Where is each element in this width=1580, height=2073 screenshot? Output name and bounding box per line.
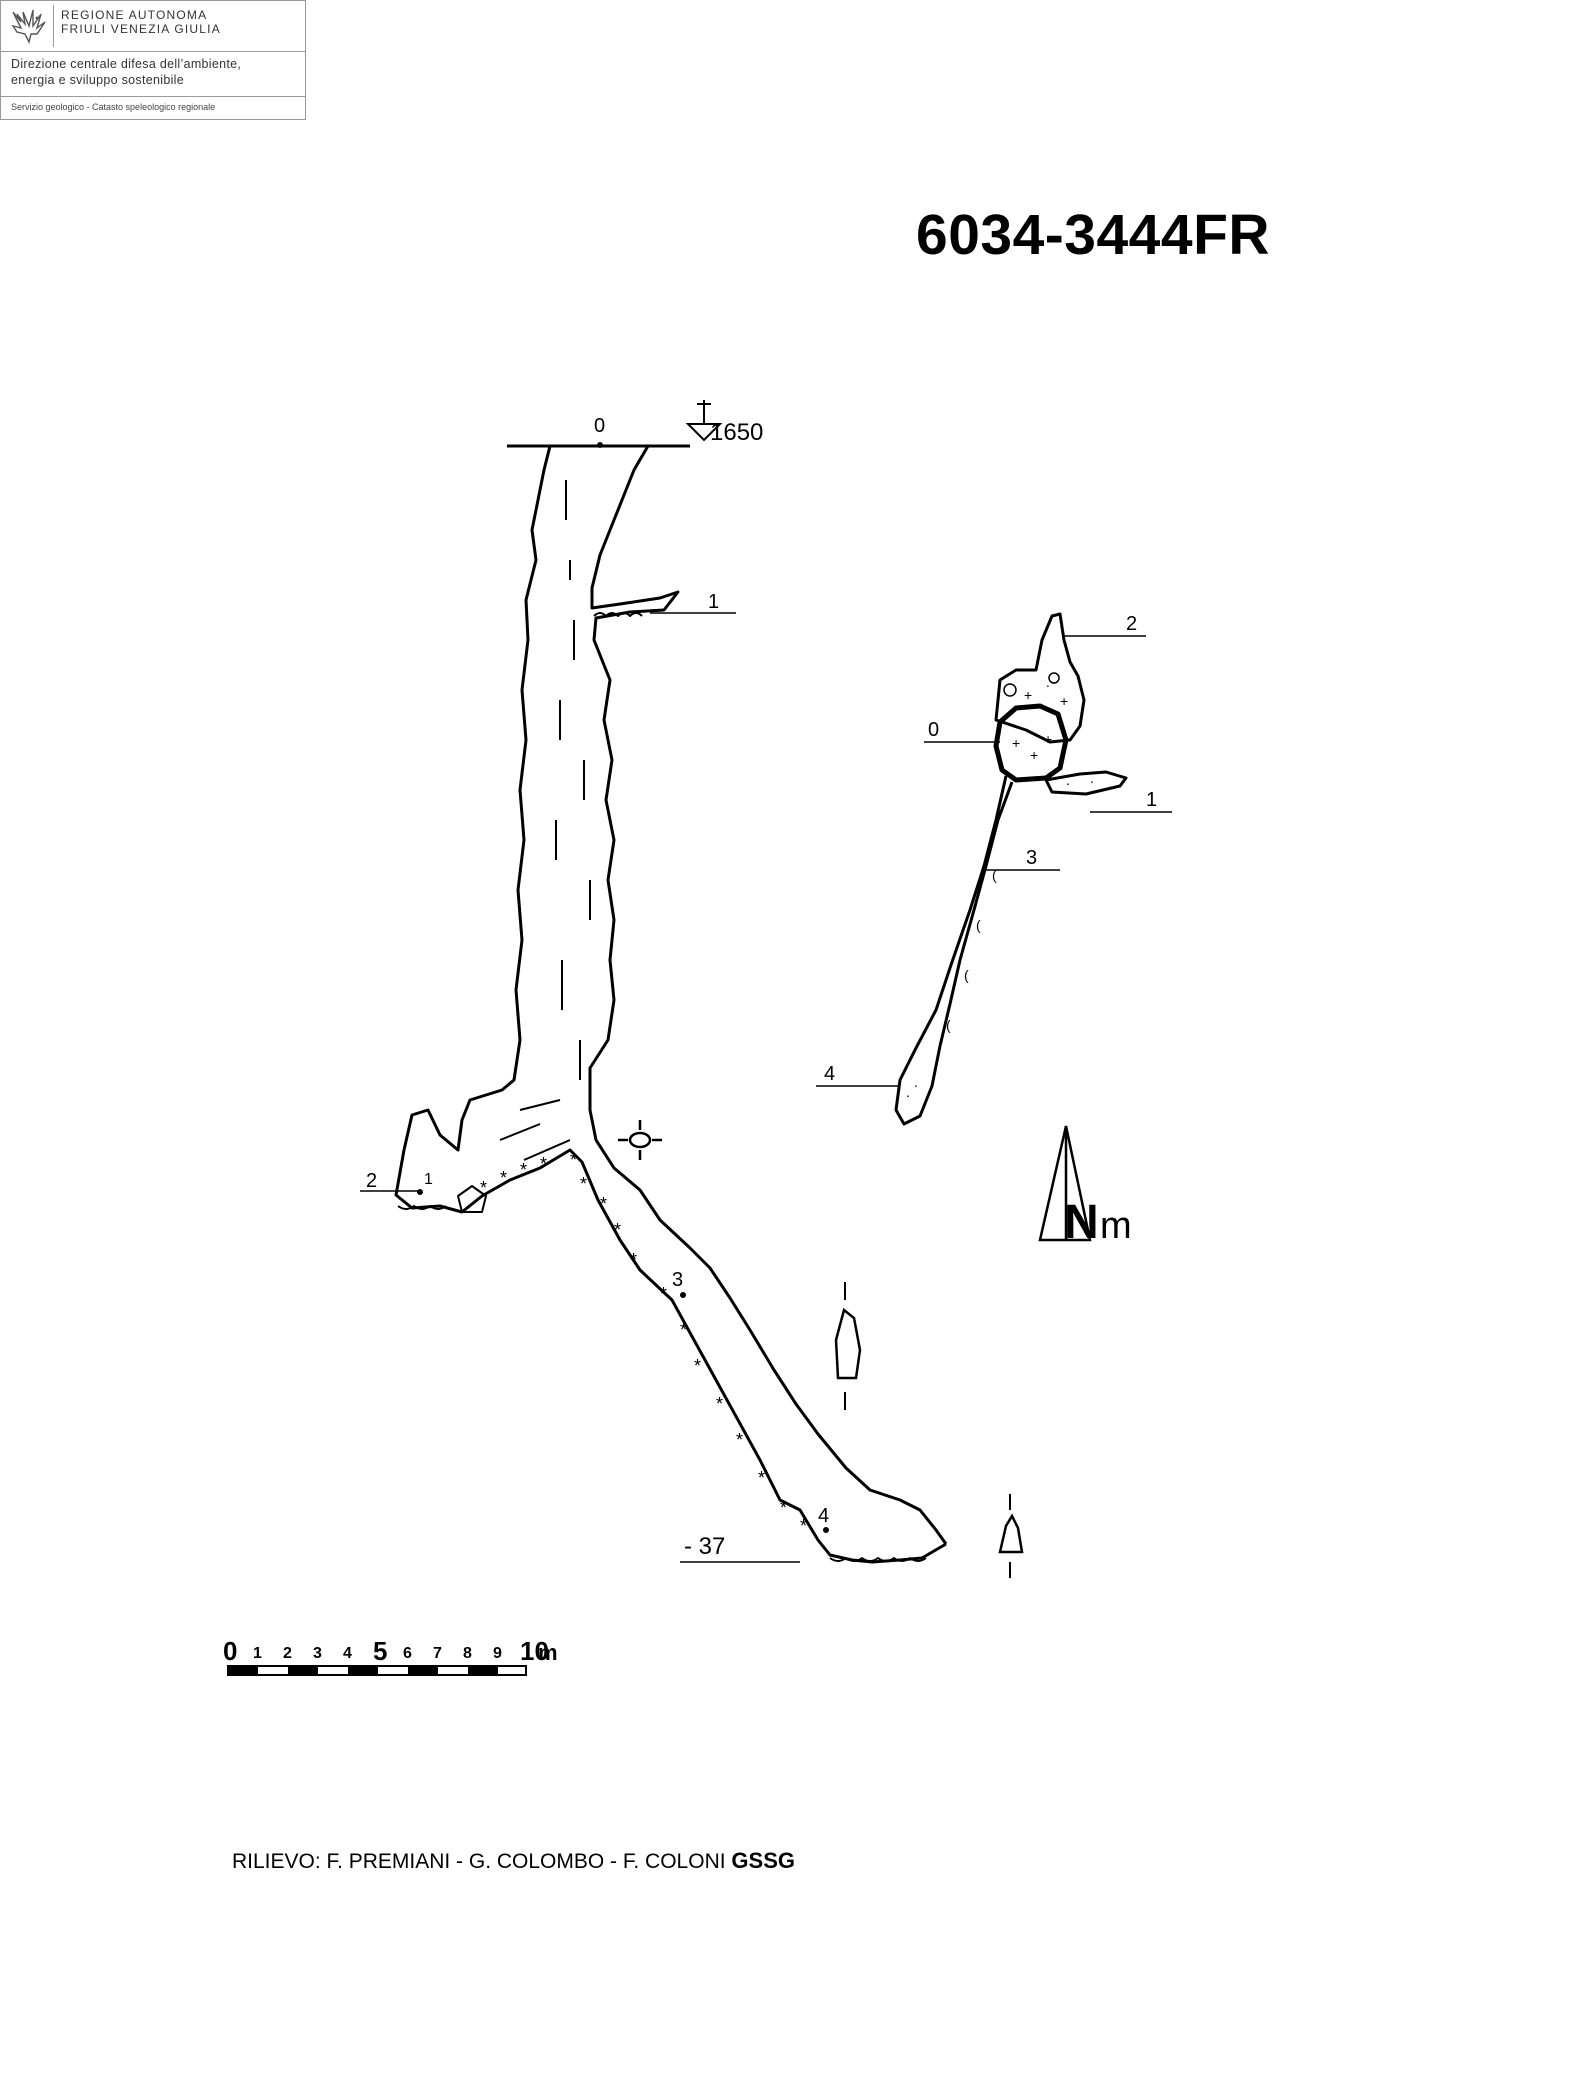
plan-texture: +∙+ +++ ∙∙ ((( (∙∙ (906, 672, 1094, 1103)
header-logo-box: REGIONE AUTONOMA FRIULI VENEZIA GIULIA D… (0, 0, 306, 120)
scale-label-5: 5 (373, 1636, 387, 1666)
region-name: REGIONE AUTONOMA FRIULI VENEZIA GIULIA (61, 8, 221, 36)
plan-station-2: 2 (1126, 613, 1137, 635)
svg-text:+: + (1012, 735, 1020, 751)
scale-label-8: 8 (463, 1645, 472, 1662)
svg-text:*: * (600, 1194, 607, 1214)
scale-label-7: 7 (433, 1645, 442, 1662)
region-line-2: FRIULI VENEZIA GIULIA (61, 22, 221, 36)
plan-labels: 2 0 1 3 4 (816, 613, 1172, 1087)
svg-text:*: * (660, 1284, 667, 1304)
direction-line-1: Direzione centrale difesa dell’ambiente, (11, 57, 242, 71)
cross-section-symbols (618, 1120, 1024, 1578)
section-station-4: 4 (818, 1505, 829, 1527)
svg-text:+: + (1024, 687, 1032, 703)
svg-text:*: * (694, 1356, 701, 1376)
elevation-triangle-icon (685, 423, 723, 442)
region-line-1: REGIONE AUTONOMA (61, 8, 208, 22)
section-depth-label: - 37 (684, 1533, 725, 1560)
scale-unit: m (538, 1640, 558, 1665)
svg-text:*: * (570, 1150, 577, 1170)
north-unit: m (1100, 1205, 1132, 1247)
svg-text:*: * (736, 1430, 743, 1450)
north-arrow: N m (1038, 1125, 1132, 1249)
svg-text:*: * (800, 1516, 807, 1536)
credits-group: GSSG (731, 1848, 795, 1873)
cave-number-title: 6034-3444FR (916, 203, 1271, 267)
section-station-3: 3 (672, 1269, 683, 1291)
section-station-0: 0 (594, 415, 605, 437)
shaft-right-wall (588, 445, 948, 1545)
cross-section-lower (998, 1513, 1024, 1554)
service-name: Servizio geologico - Catasto speleologic… (11, 102, 216, 112)
svg-text:∙: ∙ (1066, 775, 1070, 791)
scale-label-3: 3 (313, 1645, 322, 1662)
section-labels: 0 1650 1 2 1 3 4 - 37 (360, 400, 829, 1563)
svg-text:(: ( (976, 917, 981, 933)
scale-label-9: 9 (493, 1645, 502, 1662)
svg-text:*: * (716, 1394, 723, 1414)
plan-main-passage (894, 775, 1014, 1126)
scale-label-2: 2 (283, 1645, 292, 1662)
svg-text:*: * (540, 1154, 547, 1174)
section-station-0-dot (597, 442, 603, 448)
cross-section-oval (628, 1131, 652, 1149)
shaft-left-wall (394, 445, 947, 1564)
section-slope-marks: *** *** *** *** *** ** (480, 1150, 807, 1536)
svg-text:*: * (780, 1498, 787, 1518)
section-station-1: 1 (708, 591, 719, 613)
svg-text:*: * (614, 1220, 621, 1240)
svg-text:∙: ∙ (906, 1087, 910, 1103)
svg-text:*: * (480, 1178, 487, 1198)
svg-text:+: + (1030, 747, 1038, 763)
north-label: N (1064, 1196, 1099, 1249)
scale-label-1: 1 (253, 1645, 262, 1662)
plan-station-3: 3 (1026, 847, 1037, 869)
svg-text:+: + (1044, 731, 1052, 747)
section-station-2: 2 (366, 1170, 377, 1192)
elevation-label: 1650 (710, 419, 763, 446)
plan-upper-chamber (994, 612, 1086, 744)
plan-station-0: 0 (928, 719, 939, 741)
svg-text:*: * (758, 1468, 765, 1488)
survey-credits: RILIEVO: F. PREMIANI - G. COLOMBO - F. C… (232, 1848, 795, 1874)
scale-label-4: 4 (343, 1645, 352, 1662)
svg-text:*: * (630, 1250, 637, 1270)
plan-station-4: 4 (824, 1063, 835, 1085)
svg-text:*: * (680, 1320, 687, 1340)
svg-text:+: + (1060, 693, 1068, 709)
scale-label-6: 6 (403, 1645, 412, 1662)
svg-text:∙: ∙ (914, 1077, 918, 1093)
header-top: REGIONE AUTONOMA FRIULI VENEZIA GIULIA (1, 1, 305, 52)
svg-text:(: ( (992, 867, 997, 883)
logo-divider (53, 5, 54, 47)
credits-text: RILIEVO: F. PREMIANI - G. COLOMBO - F. C… (232, 1850, 726, 1873)
svg-text:*: * (500, 1168, 507, 1188)
plan-station-1: 1 (1146, 789, 1157, 811)
eagle-icon (11, 9, 46, 45)
plan-view (894, 612, 1128, 1126)
svg-text:*: * (580, 1174, 587, 1194)
header-divider (1, 96, 305, 97)
plan-side-branch (1044, 770, 1128, 796)
section-interior-hatching (499, 480, 591, 1161)
scale-label-10: 10 (520, 1636, 549, 1666)
cross-section-upper (834, 1307, 862, 1380)
direction-name: Direzione centrale difesa dell’ambiente,… (11, 56, 241, 88)
scale-label-0: 0 (223, 1636, 237, 1666)
section-station-2b: 1 (424, 1171, 433, 1188)
direction-line-2: energia e sviluppo sostenibile (11, 73, 184, 87)
svg-text:∙: ∙ (1046, 677, 1050, 693)
svg-text:(: ( (964, 967, 969, 983)
svg-text:∙: ∙ (1090, 773, 1094, 789)
section-view (394, 444, 948, 1564)
svg-text:(: ( (946, 1017, 951, 1033)
svg-text:*: * (520, 1160, 527, 1180)
plan-entrance (993, 703, 1069, 783)
